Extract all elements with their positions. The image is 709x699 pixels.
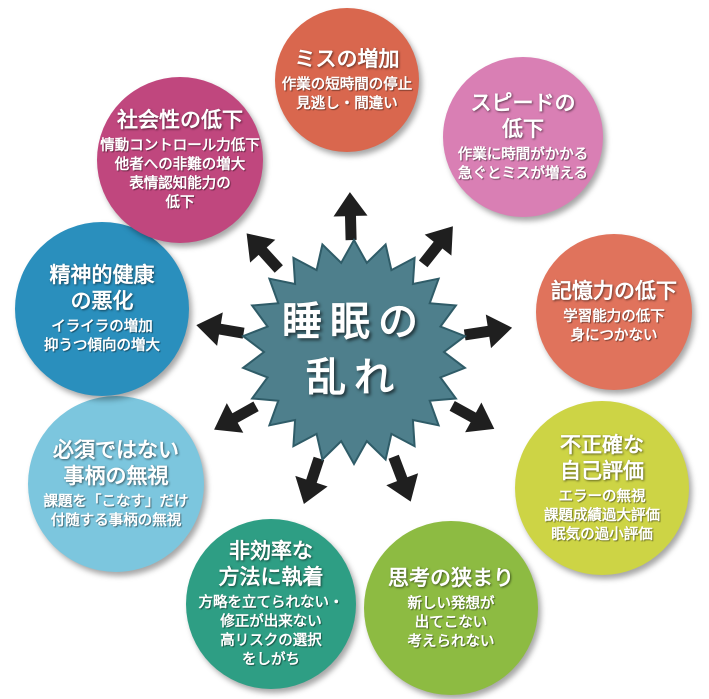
- effect-title-line: 自己評価: [560, 458, 644, 483]
- effect-detail-lines: イライラの増加抑うつ傾向の増大: [44, 318, 160, 356]
- center-label-line1: 睡眠の: [282, 298, 426, 345]
- effect-title-line: 思考の狭まり: [388, 565, 514, 590]
- effect-title-line: 必須ではない: [53, 438, 179, 462]
- effect-detail-line: 身につかない: [570, 328, 658, 344]
- effect-title-line: ミスの増加: [294, 47, 400, 71]
- effect-detail-line: 修正が出来ない: [220, 614, 322, 630]
- effect-detail-line: 課題を「こなす」だけ: [43, 494, 189, 510]
- effect-detail-line: 方略を立てられない・: [198, 595, 344, 611]
- effect-title: 思考の狭まり: [388, 565, 514, 591]
- effect-title-line: 記憶力の低下: [551, 279, 677, 303]
- effect-detail-lines: 作業に時間がかかる急ぐとミスが増える: [458, 146, 589, 184]
- effect-title: 記憶力の低下: [551, 278, 677, 304]
- effect-title-line: スピードの: [470, 91, 576, 115]
- arrows-group: [196, 192, 513, 504]
- effect-detail-line: 新しい発想が: [407, 595, 495, 612]
- effect-detail-line: 高リスクの選択: [220, 633, 322, 649]
- effect-circle-speed: スピードの低下作業に時間がかかる急ぐとミスが増える: [443, 57, 603, 217]
- effect-detail-line: 他者への非難の増大: [114, 157, 246, 173]
- effect-detail-line: 付随する事柄の無視: [50, 513, 182, 529]
- center-label-line2: 乱れ: [306, 354, 402, 401]
- center-starburst: [241, 237, 467, 467]
- effect-title-line: 社会性の低下: [117, 108, 243, 132]
- effect-title-line: 不正確な: [560, 432, 644, 457]
- arrow-to-ignoring-nonessentials: [214, 401, 259, 433]
- effect-title-line: 低下: [502, 117, 544, 141]
- effect-circle-mental-health: 精神的健康の悪化イライラの増加抑うつ傾向の増大: [15, 222, 189, 396]
- effect-circle-sociality: 社会性の低下情動コントロール力低下他者への非難の増大表情認知能力の低下: [97, 77, 263, 243]
- effect-detail-lines: エラーの無視課題成績過大評価眠気の過小評価: [544, 488, 660, 545]
- arrow-to-mistakes: [333, 192, 368, 241]
- effect-detail-lines: 作業の短時間の停止見逃し・間違い: [282, 76, 413, 114]
- effect-detail-line: 情動コントロール力低下: [100, 138, 260, 154]
- effect-title: 非効率な方法に執着: [219, 538, 324, 590]
- arrow-to-sociality: [246, 233, 283, 273]
- effect-detail-line: をしがち: [242, 652, 300, 668]
- effect-circle-ignoring-nonessentials: 必須ではない事柄の無視課題を「こなす」だけ付随する事柄の無視: [28, 396, 204, 572]
- effect-detail-line: イライラの増加: [51, 319, 153, 335]
- effect-circle-memory: 記憶力の低下学習能力の低下身につかない: [536, 234, 692, 390]
- effect-title-line: 精神的健康: [49, 263, 155, 287]
- effect-detail-line: 学習能力の低下: [563, 309, 665, 325]
- effect-title: ミスの増加: [295, 46, 400, 72]
- effect-detail-line: 表情認知能力の: [129, 176, 231, 192]
- effect-title-line: の悪化: [70, 289, 134, 313]
- effect-detail-line: 見逃し・間違い: [296, 96, 398, 112]
- effect-detail-line: 出てこない: [414, 614, 488, 631]
- effect-detail-lines: 方略を立てられない・修正が出来ない高リスクの選択をしがち: [199, 594, 344, 670]
- effect-detail-lines: 学習能力の低下身につかない: [563, 308, 665, 346]
- effect-circle-self-evaluation: 不正確な自己評価エラーの無視課題成績過大評価眠気の過小評価: [515, 401, 689, 575]
- effect-detail-line: エラーの無視: [558, 488, 646, 505]
- arrow-to-self-evaluation: [449, 401, 495, 433]
- effect-detail-line: 課題成績過大評価: [544, 507, 660, 524]
- effect-title: 不正確な自己評価: [560, 432, 644, 484]
- effect-detail-line: 考えられない: [407, 633, 495, 650]
- effect-title: スピードの低下: [471, 90, 576, 142]
- effect-title: 精神的健康の悪化: [50, 262, 155, 314]
- effect-title-line: 事柄の無視: [63, 464, 169, 488]
- effect-title: 社会性の低下: [117, 107, 243, 133]
- arrow-to-mental-health: [196, 312, 245, 346]
- effect-circle-inefficient-methods: 非効率な方法に執着方略を立てられない・修正が出来ない高リスクの選択をしがち: [186, 519, 356, 689]
- effect-detail-line: 急ぐとミスが増える: [457, 166, 589, 182]
- arrow-to-speed: [418, 226, 453, 268]
- arrow-to-narrow-thinking: [386, 454, 419, 502]
- effect-detail-lines: 情動コントロール力低下他者への非難の増大表情認知能力の低下: [100, 137, 260, 213]
- effect-detail-line: 作業の短時間の停止: [281, 77, 413, 93]
- effect-detail-line: 作業に時間がかかる: [457, 147, 589, 163]
- effect-circle-narrow-thinking: 思考の狭まり新しい発想が出てこない考えられない: [364, 521, 538, 695]
- center-label: 睡眠の 乱れ: [254, 294, 454, 406]
- effect-circle-mistakes: ミスの増加作業の短時間の停止見逃し・間違い: [275, 8, 419, 152]
- effect-title-line: 非効率な: [229, 539, 313, 563]
- arrow-to-inefficient-methods: [295, 456, 328, 504]
- effect-title: 必須ではない事柄の無視: [53, 437, 179, 489]
- effect-detail-lines: 課題を「こなす」だけ付随する事柄の無視: [44, 493, 189, 531]
- effect-title-line: 方法に執着: [218, 565, 324, 589]
- effect-detail-line: 抑うつ傾向の増大: [44, 338, 160, 354]
- effect-detail-lines: 新しい発想が出てこない考えられない: [408, 595, 495, 652]
- effect-detail-line: 眠気の過小評価: [551, 526, 653, 543]
- effect-detail-line: 低下: [165, 195, 195, 211]
- arrow-to-memory: [463, 314, 513, 349]
